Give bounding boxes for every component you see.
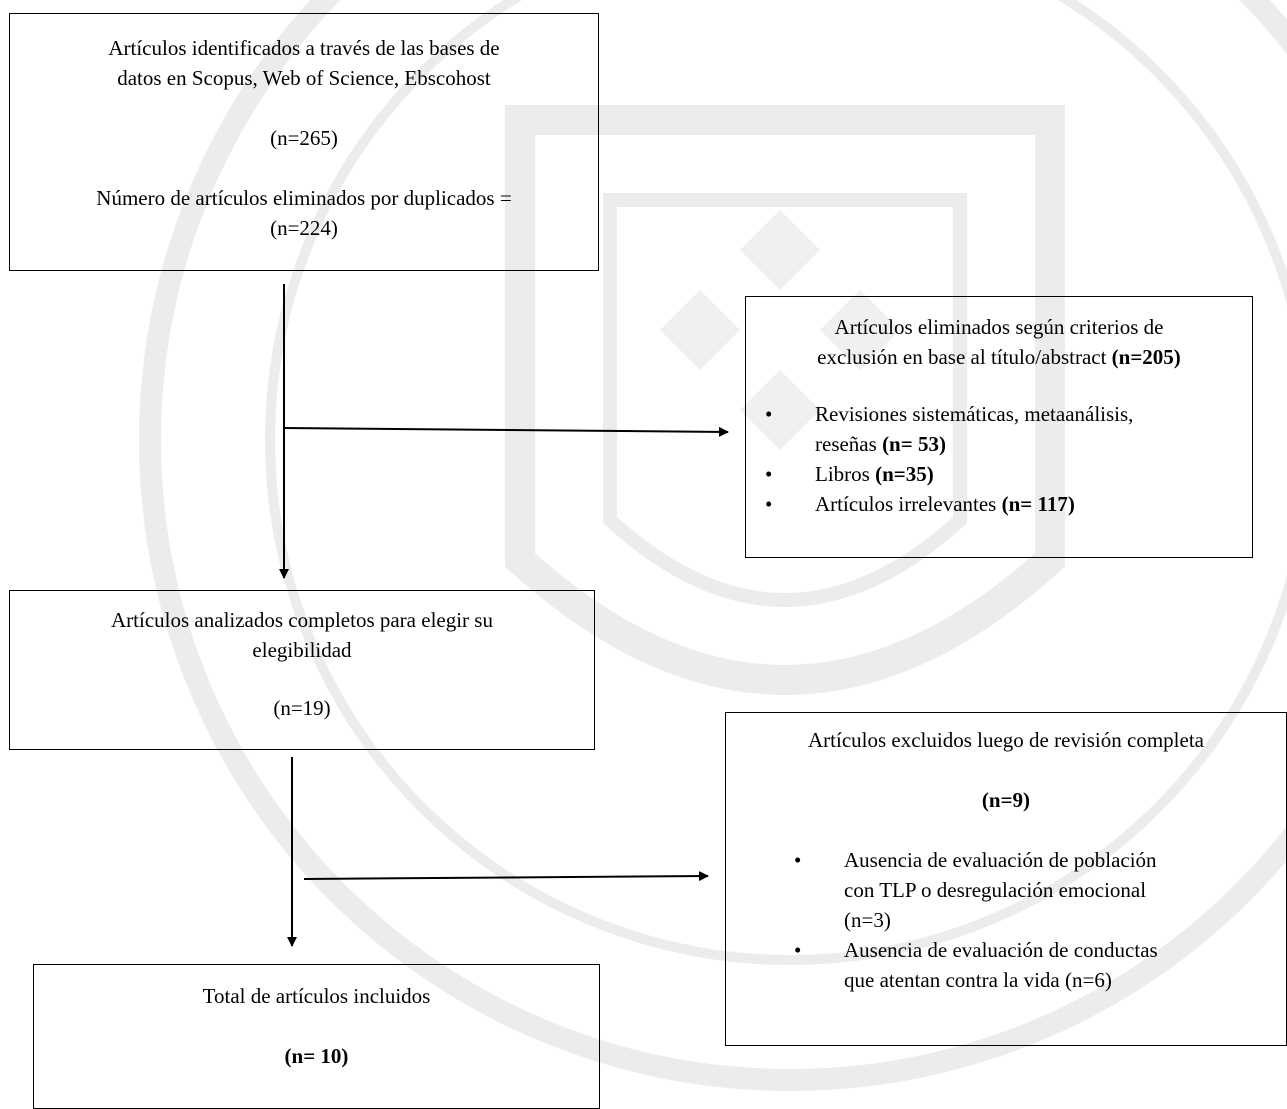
analyzed-line-2: elegibilidad [252, 638, 352, 662]
list-item: • Ausencia de evaluación de conductas qu… [794, 935, 1286, 995]
excluded-title-count: (n=205) [1111, 345, 1181, 369]
included-title: Total de artículos incluidos [202, 984, 431, 1008]
excluded-title-line-2: exclusión en base al título/abstract (n=… [817, 345, 1181, 369]
bullet-icon: • [765, 492, 773, 516]
included-articles-box: Total de artículos incluidos (n= 10) [33, 964, 600, 1109]
bullet-icon: • [765, 402, 773, 426]
excluded-by-title-box: Artículos eliminados según criterios de … [745, 296, 1253, 558]
list-item: • Artículos irrelevantes (n= 117) [765, 489, 1252, 519]
excluded-title-line-1: Artículos eliminados según criterios de [834, 315, 1164, 339]
bullet-icon: • [765, 462, 773, 486]
excluded-review-title: Artículos excluidos luego de revisión co… [808, 728, 1204, 752]
list-item: • Revisiones sistemáticas, metaanálisis,… [765, 399, 1252, 459]
analyzed-line-1: Artículos analizados completos para eleg… [111, 608, 493, 632]
included-count: (n= 10) [284, 1044, 349, 1068]
excluded-review-count: (n=9) [981, 788, 1031, 812]
bullet-icon: • [794, 848, 802, 872]
identified-line-2: datos en Scopus, Web of Science, Ebscoho… [117, 66, 491, 90]
identified-line-1: Artículos identificados a través de las … [108, 36, 500, 60]
analyzed-count: (n=19) [273, 696, 331, 720]
list-item: • Libros (n=35) [765, 459, 1252, 489]
duplicates-line-1: Número de artículos eliminados por dupli… [96, 186, 512, 210]
list-item: • Ausencia de evaluación de población co… [794, 845, 1286, 935]
analyzed-articles-box: Artículos analizados completos para eleg… [9, 590, 595, 750]
bullet-icon: • [794, 938, 802, 962]
exclusion-reasons-list: • Revisiones sistemáticas, metaanálisis,… [765, 399, 1252, 519]
identified-articles-box: Artículos identificados a través de las … [9, 13, 599, 271]
duplicates-count: (n=224) [270, 216, 338, 240]
excluded-after-review-box: Artículos excluidos luego de revisión co… [725, 712, 1287, 1046]
review-exclusion-list: • Ausencia de evaluación de población co… [794, 845, 1286, 995]
identified-count: (n=265) [270, 126, 338, 150]
